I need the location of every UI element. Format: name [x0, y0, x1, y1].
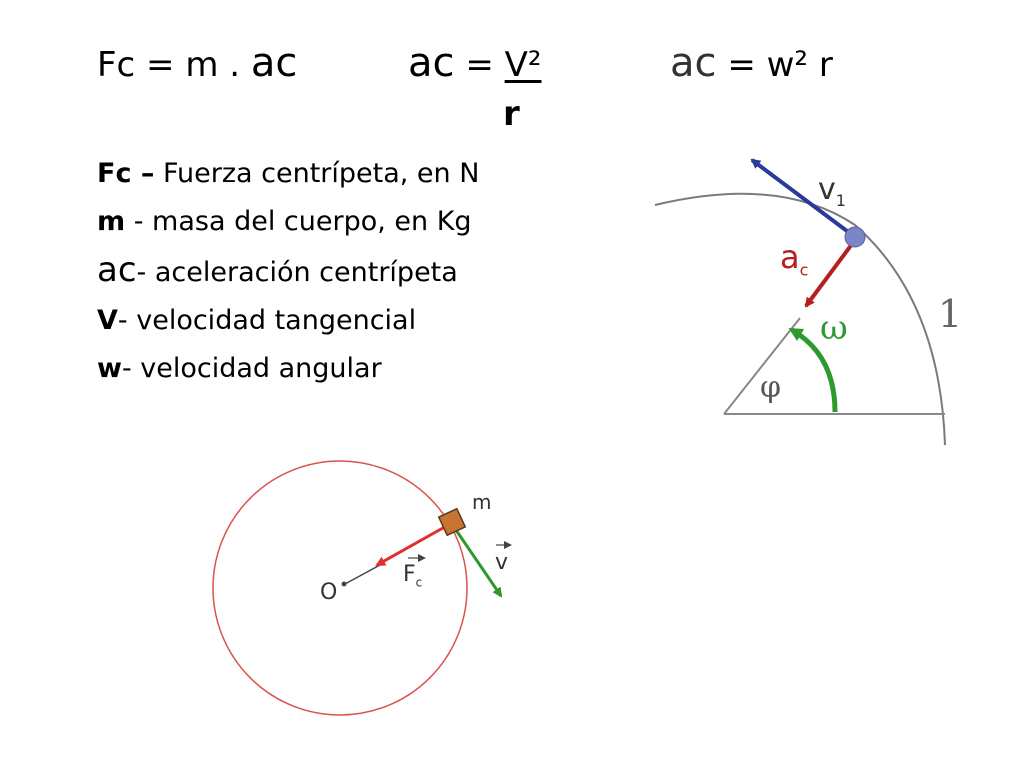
label-arc-number: 1: [938, 292, 963, 336]
orbit-circle: [212, 460, 468, 716]
fraction-denominator: r: [503, 94, 520, 134]
acceleration-vector: [804, 238, 857, 308]
velocity-vector: [750, 158, 857, 239]
formula-ac-velocity: ac = V²: [408, 40, 542, 86]
formula-centripetal-force: Fc = m . ac: [97, 40, 298, 86]
particle: [844, 226, 866, 248]
label-omega: ω: [820, 308, 848, 348]
fraction-numerator: V²: [504, 45, 542, 85]
label-v: v: [495, 550, 509, 575]
omega-arrow: [788, 327, 838, 413]
definition-v: V- velocidad tangencial: [97, 305, 417, 336]
formula-ac-angular: ac = w² r: [670, 40, 833, 86]
force-vector: [375, 522, 451, 567]
label-v1: v1: [818, 172, 846, 210]
definition-w: w- velocidad angular: [97, 353, 382, 384]
radius-line-top: [723, 317, 801, 415]
center-point: [341, 581, 347, 587]
label-o: O: [320, 580, 338, 605]
definition-fc: Fc – Fuerza centrípeta, en N: [97, 158, 480, 189]
radius-line: [344, 564, 381, 585]
label-phi: φ: [760, 370, 782, 405]
label-m: m: [472, 490, 492, 514]
mass-block: [437, 507, 467, 537]
label-fc: Fc: [403, 562, 423, 590]
label-ac: ac: [780, 238, 809, 280]
velocity-vector-2: [454, 529, 503, 598]
definitions-list: Fc – Fuerza centrípeta, en N m - masa de…: [97, 150, 479, 393]
definition-ac: ac- aceleración centrípeta: [97, 250, 458, 290]
circular-path-arc: [654, 192, 946, 446]
definition-m: m - masa del cuerpo, en Kg: [97, 206, 472, 237]
